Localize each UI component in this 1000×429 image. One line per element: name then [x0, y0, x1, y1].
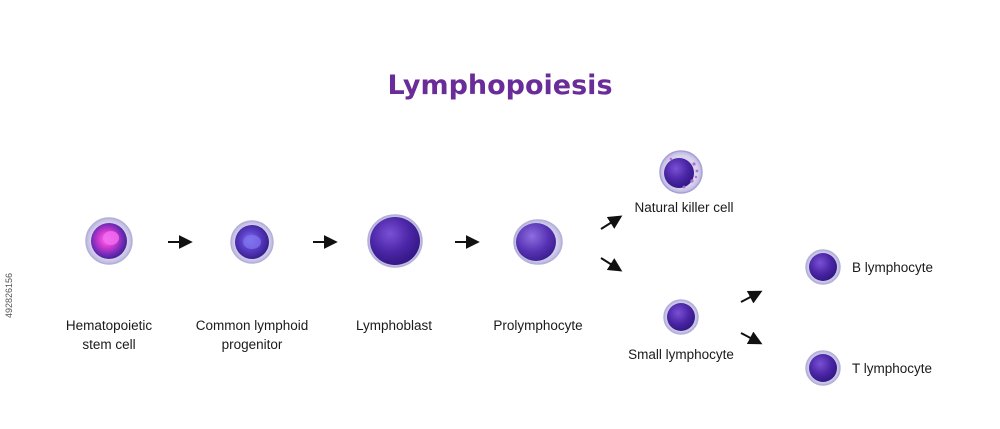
diagram-title: Lymphopoiesis [387, 70, 613, 101]
arrow-up-right-icon [600, 215, 623, 230]
small-lymphocyte-cell [663, 299, 699, 335]
arrow-down-right-icon [600, 257, 623, 272]
prolymphocyte-cell [513, 219, 563, 265]
lymphoblast-cell [367, 214, 423, 268]
label-line: Common lymphoid [195, 318, 309, 333]
arrow-down-right-icon [740, 331, 763, 345]
common-lymphoid-progenitor-cell [230, 220, 274, 264]
label-t-lymphocyte: T lymphocyte [852, 361, 933, 376]
label-small-lymphocyte: Small lymphocyte [628, 347, 734, 362]
label-hematopoietic-stem-cell: Hematopoietic stem cell [66, 316, 152, 354]
hematopoietic-stem-cell [85, 217, 133, 265]
b-lymphocyte-cell [805, 249, 841, 285]
label-lymphoblast: Lymphoblast [355, 318, 433, 333]
label-line: Hematopoietic [65, 318, 153, 333]
stock-id-text: 492826156 [4, 272, 14, 318]
label-prolymphocyte: Prolymphocyte [493, 318, 583, 333]
label-natural-killer-cell: Natural killer cell [634, 200, 734, 215]
natural-killer-cell [659, 150, 703, 194]
label-line: progenitor [221, 337, 283, 352]
label-b-lymphocyte: B lymphocyte [852, 260, 934, 275]
label-line: stem cell [82, 337, 136, 352]
label-common-lymphoid-progenitor: Common lymphoid progenitor [196, 316, 309, 354]
t-lymphocyte-cell [805, 350, 841, 386]
arrow-up-right-icon [740, 290, 763, 304]
